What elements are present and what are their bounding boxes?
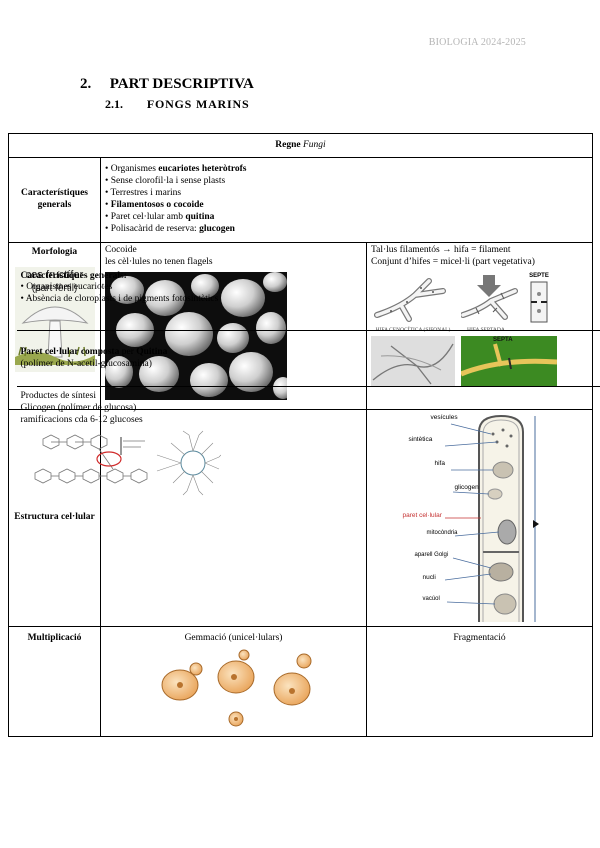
structure-cell: Característiques generals: Organismes eu… [16,266,600,627]
cell-wall-subtitle: (polímer de N-acetil-glucosamina) [20,358,152,369]
cell-wall-title: Paret cel·lular composta [20,346,120,357]
filament-line-2: Conjunt d’hifes = micel·li (part vegetat… [371,256,535,267]
general-item: Polisacàrid de reserva: glucogen [105,224,588,236]
hypha-label: hifa [434,460,445,467]
products-line-3: ramificacions cda 6-12 glucoses [20,414,143,425]
mitochondria-label: mitocòndria [426,530,458,536]
general-list: Organismes eucariotes heteròtrofs Sense … [105,164,588,235]
fungi-table: Regne Fungi Característiques generals Or… [7,133,600,737]
kingdom-prefix: Regne [275,139,301,150]
subsection-number: 2.1. [105,97,123,111]
products-cell: Productes de síntesi Glicogen (polímer d… [17,387,600,511]
general-cell: Organismes eucariotes heteròtrofs Sense … [99,157,594,243]
nucleus-label: nucli [422,574,436,581]
subsection-title: FONGS MARINS [146,97,250,111]
general-item: Filamentosos o cocoide [105,200,588,212]
course-header: BIOLOGIA 2024-2025 [428,37,526,48]
fragmentation-title: Fragmentació [453,633,506,643]
budding-illustration [161,649,311,727]
general-label: Característiques generals [8,157,101,243]
golgi-label: aparell Golgi [414,552,449,558]
filament-line-1: Tal·lus filamentós → hifa = filament [371,245,511,255]
cocoid-title: Cocoide [105,245,137,255]
multiplication-label: Multiplicació [8,626,101,737]
cell-wall-cell: Paret cel·lular composta per Quitina (po… [16,330,600,387]
kingdom-name: Fungi [303,139,326,150]
structure-general-list: Organismes eucariotes Absència de clorop… [21,282,597,306]
structure-general: Característiques generals: Organismes eu… [16,266,600,331]
general-item: Terrestres i marins [105,188,588,200]
hypha-structure-diagram: vesícules sintètica hifa glicogen paret … [402,412,555,624]
glycogen-diagram [34,430,221,495]
section-number: 2. [80,76,92,92]
synthetic-label: sintètica [408,436,433,443]
vesicles-label: vesícules [430,414,458,421]
general-item: Paret cel·lular amb quitina [105,212,588,224]
cocoid-note: les cèl·lules no tenen flagels [105,256,213,267]
cell-wall-label: paret cel·lular [402,512,442,519]
budding-title: Gemmació (unicel·lulars) [184,633,283,643]
general-item: Sense clorofil·la i sense plasts [105,176,588,188]
hypha-structure-cell: vesícules sintètica hifa glicogen paret … [365,409,594,627]
general-item: Organismes eucariotes heteròtrofs [105,164,588,176]
morphology-label: Morfologia [31,247,78,257]
products-line-2: Glicogen (polímer de glucosa) [20,402,137,413]
glycogen-label: glicogen [454,484,479,491]
kingdom-header: Regne Fungi [7,133,594,158]
structure-general-item: Organismes eucariotes [21,282,597,294]
cell-wall-material: Quitina [136,346,168,357]
budding-cell: Gemmació (unicel·lulars) [100,626,367,737]
structure-subtable: Característiques generals: Organismes eu… [16,266,600,511]
section-title: PART DESCRIPTIVA [109,76,254,92]
section-heading: 2. PART DESCRIPTIVA [80,76,254,93]
hypha-structure-image [444,414,539,622]
products-line-1: Productes de síntesi [20,391,96,401]
structure-general-title: Característiques generals: [20,270,127,281]
structure-general-item: Absència de cloroplasts i de pigments fo… [21,294,597,306]
vacuole-label: vacúol [422,596,440,602]
subsection-heading: 2.1. FONGS MARINS [105,97,249,112]
fragmentation-cell: Fragmentació [365,626,594,737]
